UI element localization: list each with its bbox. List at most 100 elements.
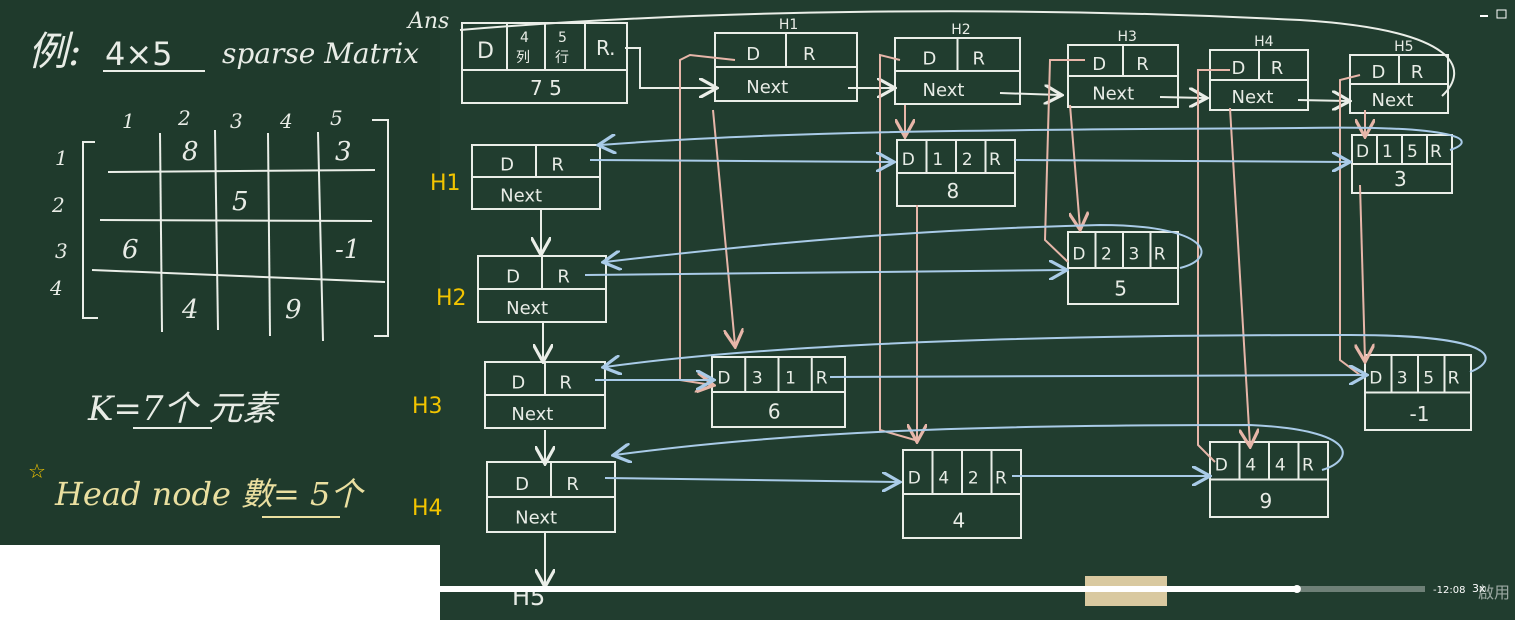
element-node-col: 5 [1407,142,1418,162]
top-head-label: H5 [1394,39,1413,55]
top-head-label: H4 [1254,34,1274,50]
head-node-next: Next [1092,84,1134,105]
element-node-value: 6 [768,400,781,424]
element-node-d: D [908,468,921,488]
title-dims: 4×5 [105,35,173,73]
matrix-cell-value: 5 [232,187,249,217]
k-count-note: K=7个 元素 [87,389,280,429]
head-node-count-note: ☆ Head node 數= 5个 [28,459,365,518]
svg-text:5: 5 [330,106,343,130]
title-text: sparse Matrix [222,37,419,70]
minimize-icon[interactable] [1480,15,1488,17]
head-node-d: D [506,266,520,287]
svg-text:4: 4 [279,109,293,133]
matrix-cell-value: 6 [122,235,139,265]
element-node-d: D [1356,142,1369,162]
svg-text:3: 3 [55,239,68,263]
svg-text:R.: R. [596,36,616,60]
element-node-r: R [1154,244,1166,264]
head-node-next: Next [506,298,548,319]
element-node-value: 4 [953,508,966,532]
head-node-next: Next [500,185,542,206]
head-node-r: R [559,372,572,393]
svg-text:Head node 數= 5个: Head node 數= 5个 [54,475,365,513]
svg-text:H1: H1 [430,171,461,196]
head-node-r: R [973,48,986,69]
head-node-next: Next [1232,87,1274,108]
head-node-d: D [511,372,525,393]
head-node-next: Next [746,77,788,98]
matrix-grid [82,119,389,342]
element-node-col: 2 [962,150,973,170]
head-node-d: D [746,44,760,65]
element-node-r: R [1430,142,1442,162]
column-link-arrows [679,53,1365,463]
ans-label: Ans [406,9,449,34]
video-player-bar: -12:08 3x 啟用 [440,582,1510,602]
time-remaining: -12:08 [1433,585,1465,596]
head-node-next: Next [515,508,557,529]
head-node: D R Next [1349,54,1449,114]
matrix-cell-value: 8 [182,137,199,167]
head-node-r: R [551,155,564,176]
element-node-value: 5 [1114,276,1127,300]
svg-text:☆: ☆ [28,459,46,483]
element-node-row: 4 [1245,456,1256,476]
svg-text:4: 4 [520,30,529,46]
element-node-col: 2 [968,468,979,488]
element-node-row: 2 [1101,244,1112,264]
svg-text:5: 5 [558,30,567,46]
element-node-d: D [1215,456,1228,476]
element-node-d: D [902,150,915,170]
restore-icon[interactable] [1496,9,1507,19]
element-node-value: 3 [1394,167,1407,191]
matrix-cell-value: 3 [335,137,352,167]
svg-text:3: 3 [230,109,243,133]
element-node-r: R [995,468,1007,488]
head-node: D R Next [484,361,606,429]
head-node-d: D [515,474,529,495]
element-node-value: 9 [1260,489,1273,513]
svg-text:列: 列 [516,50,530,66]
head-node-next: Next [511,404,553,425]
element-node-value: -1 [1410,402,1430,426]
progress-knob[interactable] [1292,585,1301,593]
element-node-col: 3 [1129,244,1140,264]
head-node: D R Next [477,255,607,323]
element-node-r: R [1302,456,1314,476]
head-node-r: R [1411,62,1424,83]
element-node-r: R [816,369,828,389]
left-head-labels: H1 H2 H3 H4 [412,171,467,521]
corner-watermark: 啟用 [1478,583,1510,602]
row-link-arrows [584,126,1487,482]
element-node-row: 3 [1397,369,1408,389]
element-node-d: D [717,369,730,389]
head-node-d: D [1092,54,1106,75]
element-node-d: D [1369,369,1382,389]
matrix-cell-value: -1 [335,235,360,265]
head-node-d: D [500,155,514,176]
head-node-next: Next [1372,90,1414,111]
element-node-row: 1 [1382,142,1393,162]
head-node-d: D [1372,62,1386,83]
head-node: D R Next [486,461,616,533]
head-node-r: R [566,474,579,495]
head-node-r: R [557,266,570,287]
element-node-col: 1 [785,369,796,389]
top-head-label: H3 [1118,29,1137,45]
matrix-title: 例: 4×5 sparse Matrix [28,29,419,75]
speed-button[interactable]: 3x [1472,582,1486,595]
element-node-r: R [1448,369,1460,389]
svg-text:H2: H2 [436,286,467,311]
